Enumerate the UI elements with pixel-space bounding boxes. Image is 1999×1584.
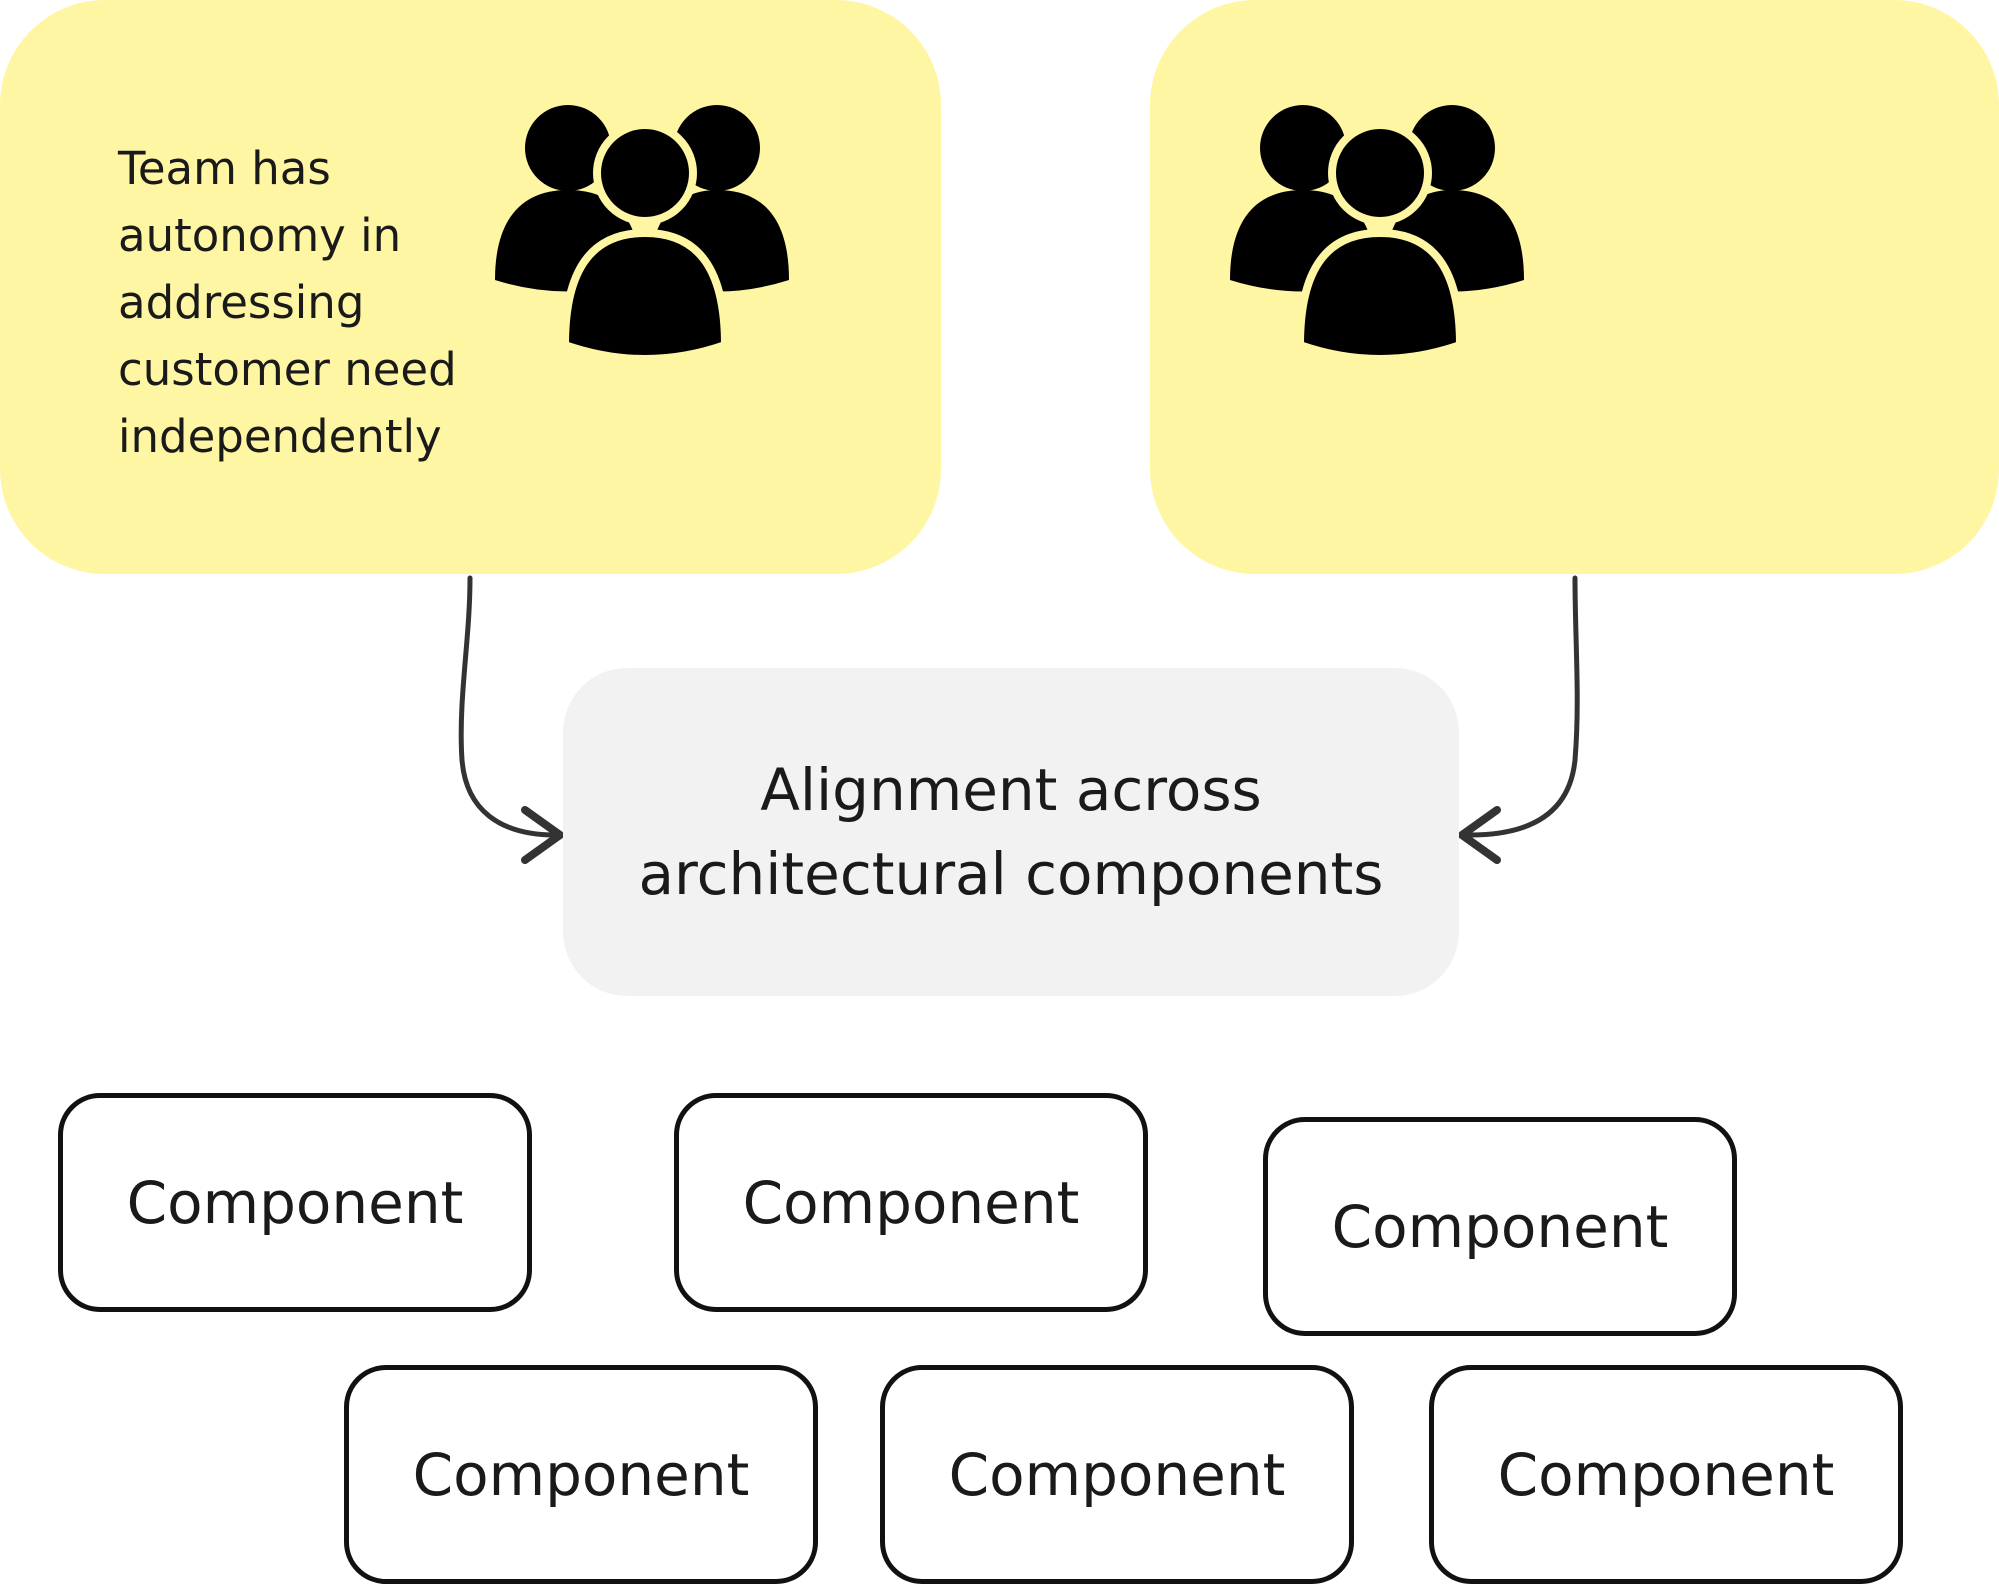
component-label: Component — [412, 1440, 750, 1509]
component-label: Component — [742, 1168, 1080, 1237]
arrowhead-left — [521, 806, 564, 864]
connector-left — [458, 575, 558, 838]
component-label: Component — [1497, 1440, 1835, 1509]
people-group-icon — [1230, 105, 1524, 355]
component-box: Component — [880, 1365, 1354, 1584]
arrowhead-right — [1458, 806, 1501, 864]
component-label: Component — [948, 1440, 1286, 1509]
component-box: Component — [1429, 1365, 1903, 1584]
component-label: Component — [126, 1168, 464, 1237]
team-description: Team has autonomy in addressing customer… — [118, 142, 457, 463]
alignment-box: Alignment across architectural component… — [563, 668, 1459, 996]
connector-right — [1467, 575, 1580, 838]
component-box: Component — [344, 1365, 818, 1584]
component-box: Component — [1263, 1117, 1737, 1336]
team-box-left: Team has autonomy in addressing customer… — [0, 0, 941, 574]
component-box: Component — [58, 1093, 532, 1312]
component-box: Component — [674, 1093, 1148, 1312]
alignment-label: Alignment across architectural component… — [638, 756, 1384, 908]
component-label: Component — [1331, 1192, 1669, 1261]
people-group-icon — [495, 105, 789, 355]
